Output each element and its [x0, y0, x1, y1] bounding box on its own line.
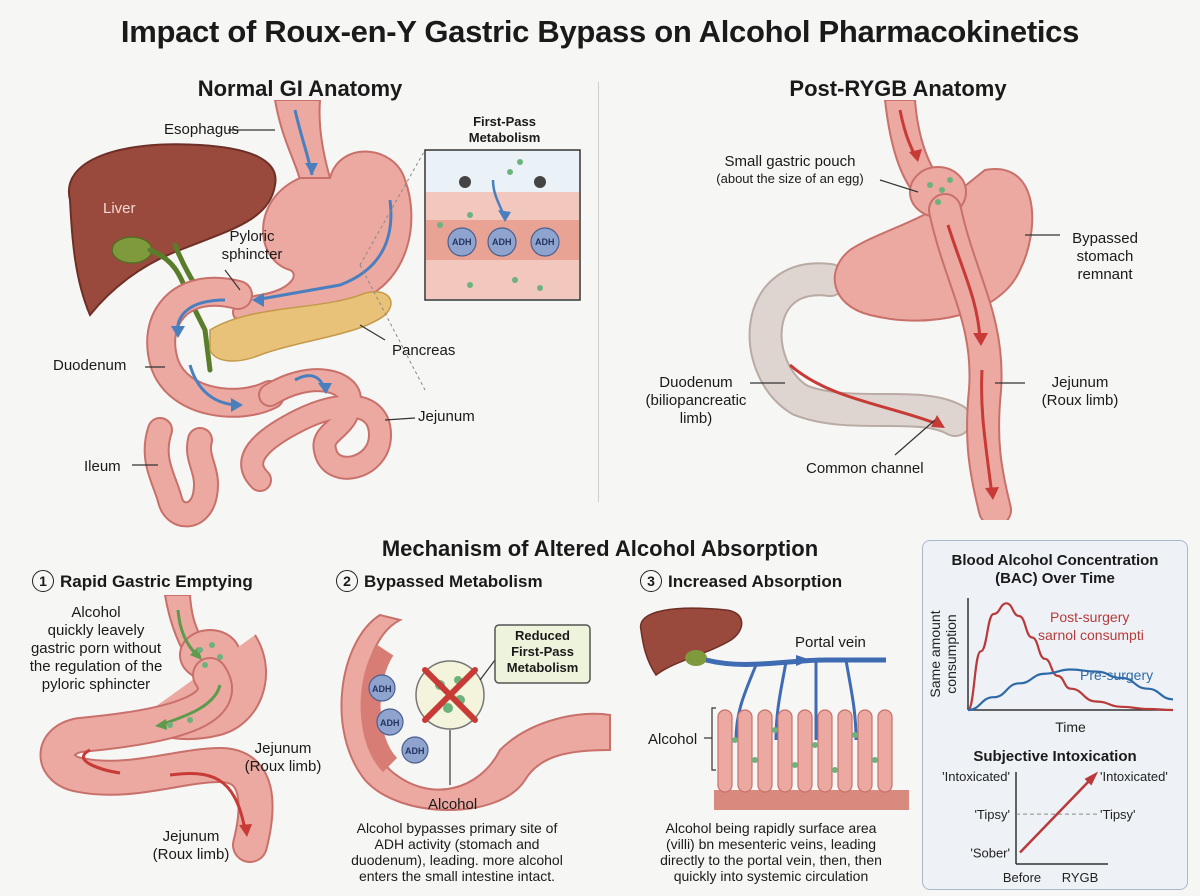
x-category-label: Before	[1003, 870, 1041, 885]
adh-label: ADH	[380, 718, 400, 728]
legend-pre-surgery: Pre-surgery	[1080, 667, 1153, 683]
roux-limb-label: Jejunum (Roux limb)	[1041, 374, 1119, 409]
series-line-0	[966, 602, 1174, 712]
common-channel-label: Common channel	[806, 460, 924, 477]
step-number: 3	[640, 570, 662, 592]
legend-post-surgery: Post-surgery	[1050, 609, 1129, 625]
intox-chart-title: Subjective Intoxication	[973, 748, 1137, 765]
y-level-label-right: 'Tipsy'	[1100, 807, 1136, 822]
adh-label: ADH	[372, 684, 392, 694]
mechanism-heading: Mechanism of Altered Alcohol Absorption	[381, 536, 819, 561]
portal-vein	[705, 657, 886, 667]
adh-enzyme-icon	[376, 708, 404, 736]
step-number: 1	[32, 570, 54, 592]
y-axis-label: Same amount	[927, 610, 943, 697]
post-rygb-heading: Post-RYGB Anatomy	[789, 76, 1007, 101]
reduced-first-pass-label: Reduced First-Pass Metabolism	[506, 628, 579, 675]
liver-organ	[67, 143, 277, 317]
gallbladder-organ	[111, 236, 153, 264]
liver-label: Liver	[103, 200, 136, 217]
bac-chart-title: Blood Alcohol Concentration (BAC) Over T…	[951, 552, 1159, 587]
y-level-label-right: 'Intoxicated'	[1100, 769, 1168, 784]
adh-label: ADH	[535, 237, 555, 247]
biliopancreatic-label: Duodenum (biliopancreatic limb)	[645, 374, 747, 427]
intox-series-line	[1019, 774, 1095, 854]
adh-enzyme-icon	[530, 227, 560, 257]
step-number: 2	[336, 570, 358, 592]
step1-description: Alcohol quickly leavely gastric porn wit…	[29, 604, 163, 693]
esophagus-label: Esophagus	[164, 121, 240, 138]
adh-label: ADH	[405, 746, 425, 756]
x-axis-label: Time	[1055, 719, 1086, 735]
biliopancreatic-limb	[750, 264, 970, 435]
y-level-label: 'Tipsy'	[974, 807, 1010, 822]
alcohol-label: Alcohol	[648, 731, 698, 748]
alcohol-flow-arrows	[789, 109, 994, 496]
step2-description: Alcohol bypasses primary site of ADH act…	[351, 820, 563, 884]
adh-label: ADH	[452, 237, 472, 247]
intox-arrow-head	[1084, 771, 1099, 786]
bypassed-metabolism-diagram	[340, 613, 611, 811]
portal-vein-label: Portal vein	[795, 634, 866, 651]
blocked-x-icon	[422, 667, 478, 723]
molecule-icon	[459, 176, 471, 188]
jejunum-label: Jejunum	[418, 408, 475, 425]
duodenum-label: Duodenum	[53, 357, 127, 374]
ileum-label: Ileum	[84, 458, 121, 475]
adh-enzyme-icon	[401, 736, 429, 764]
series-line-1	[967, 668, 1174, 712]
y-level-label: 'Sober'	[970, 846, 1010, 861]
adh-label: ADH	[492, 237, 512, 247]
rapid-emptying-diagram	[39, 595, 274, 863]
page-title: Impact of Roux-en-Y Gastric Bypass on Al…	[120, 14, 1080, 49]
adh-enzyme-icon	[368, 674, 396, 702]
first-pass-inset-title: First-Pass Metabolism	[468, 114, 541, 145]
y-axis-label: consumption	[943, 614, 959, 693]
roux-limb-label: Jejunum (Roux limb)	[152, 828, 230, 863]
intox-chart: 'Sober' 'Tipsy' 'Intoxicated' 'Tipsy' 'Intox…	[942, 769, 1168, 885]
step3-description: Alcohol being rapidly surface area (vill…	[660, 820, 882, 884]
y-level-label: 'Intoxicated'	[942, 769, 1010, 784]
normal-anatomy-heading: Normal GI Anatomy	[197, 76, 403, 101]
reduced-first-pass-box	[494, 624, 591, 684]
intestinal-villi	[717, 709, 893, 793]
bac-chart: Post-surgery sarnol consumptiPre-surgeryT…	[927, 598, 1174, 735]
pancreas-organ	[209, 291, 392, 362]
post-rygb-diagram	[748, 100, 1060, 520]
bac-panel	[922, 540, 1188, 890]
pyloric-label: Pyloric sphincter	[221, 228, 283, 263]
jejunum-organ	[242, 370, 391, 490]
alcohol-label: Alcohol	[428, 796, 478, 813]
normal-anatomy-diagram	[67, 100, 581, 528]
liver-organ	[639, 607, 743, 677]
roux-limb-label: Jejunum (Roux limb)	[244, 740, 322, 775]
adh-enzyme-icon	[447, 227, 477, 257]
bypassed-stomach-label: Bypassed stomach remnant	[1072, 230, 1138, 283]
section-divider	[598, 82, 599, 502]
x-category-label: RYGB	[1062, 870, 1099, 885]
molecule-icon	[534, 176, 546, 188]
series-annotation: sarnol consumpti	[1038, 627, 1144, 643]
increased-absorption-diagram	[639, 607, 909, 810]
gallbladder-organ	[685, 650, 707, 666]
adh-enzyme-icon	[487, 227, 517, 257]
ileum-organ	[145, 419, 217, 526]
pancreas-label: Pancreas	[392, 342, 456, 359]
gastric-pouch-label: Small gastric pouch (about the size of a…	[716, 153, 864, 186]
